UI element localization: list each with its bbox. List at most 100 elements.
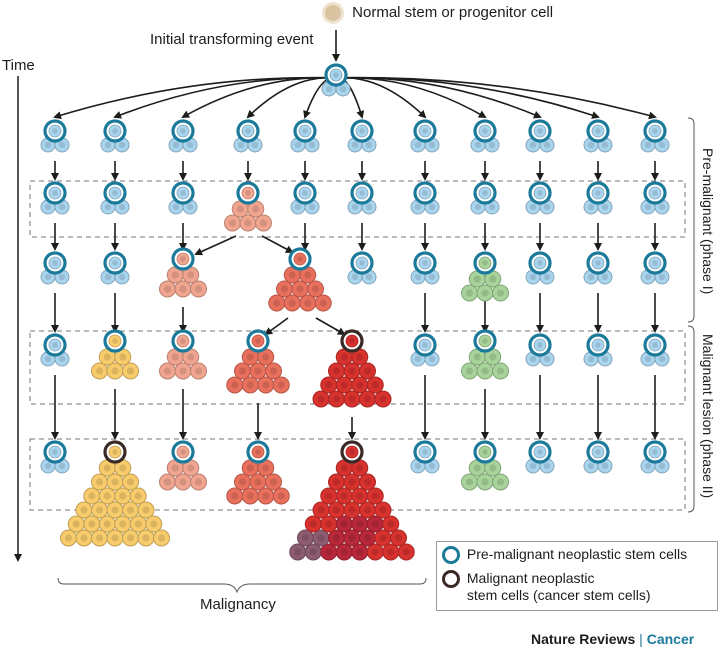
cell (159, 473, 176, 491)
pre-malignant-stem-cell (528, 119, 552, 143)
cell (106, 529, 124, 547)
cell (359, 362, 376, 380)
normal-cell-icon (322, 2, 344, 24)
cell (312, 529, 330, 547)
cell (374, 501, 392, 519)
pre-malignant-stem-cell (643, 181, 667, 205)
cell (343, 501, 361, 519)
pre-malignant-stem-cell (171, 247, 195, 271)
cell (328, 390, 345, 408)
cell (268, 294, 286, 312)
pre-malignant-stem-cell (171, 440, 195, 464)
pre-malignant-stem-cell (586, 440, 610, 464)
pre-malignant-stem-cell (293, 181, 317, 205)
cell (174, 280, 192, 298)
clone-unit (168, 199, 198, 215)
cell (359, 501, 376, 519)
cell (304, 543, 322, 561)
cell (91, 529, 108, 547)
cell (234, 473, 251, 491)
legend-pre-malignant: Pre-malignant neoplastic stem cells (442, 546, 687, 565)
cell (484, 459, 502, 477)
cell (366, 543, 384, 561)
pre-malignant-stem-cell (413, 119, 437, 143)
phase-dashed-box (29, 180, 686, 238)
pre-malignant-stem-cell (528, 251, 552, 275)
pre-malignant-stem-cell (528, 440, 552, 464)
cell (98, 487, 116, 505)
cell (343, 473, 361, 491)
cell (67, 515, 85, 533)
cell (239, 214, 257, 232)
cell (255, 214, 272, 232)
pre-malignant-stem-cell (643, 251, 667, 275)
journal-credit: Nature Reviews | Cancer (531, 631, 694, 647)
malignant-text-line2: stem cells (cancer stem cells) (466, 587, 651, 603)
pre-malignant-stem-cell (236, 119, 260, 143)
cell (91, 473, 108, 491)
cell (249, 362, 267, 380)
cell (390, 529, 407, 547)
cell (241, 376, 259, 394)
cell (75, 501, 93, 519)
pre-malignant-stem-cell (413, 333, 437, 357)
cell (114, 515, 132, 533)
cell (75, 529, 93, 547)
cell (461, 362, 478, 380)
pre-malignant-stem-cell (288, 247, 312, 271)
cell (476, 284, 494, 302)
cell (122, 362, 139, 380)
cell (343, 529, 361, 547)
cell (335, 543, 353, 561)
cell (351, 376, 369, 394)
cell (257, 487, 275, 505)
cell (272, 487, 290, 505)
pre-malignant-stem-cell (43, 119, 67, 143)
clone-unit (347, 199, 377, 215)
pre-malignant-stem-cell (473, 329, 497, 353)
cell (314, 294, 332, 312)
cell (159, 362, 176, 380)
cell (122, 501, 139, 519)
pre-malignant-stem-cell (246, 440, 270, 464)
pre-malignant-stem-cell (171, 181, 195, 205)
phase-bracket (687, 117, 695, 323)
pre-malignant-stem-cell (473, 119, 497, 143)
malignancy-bracket (57, 577, 427, 594)
normal-cell-legend: Normal stem or progenitor cell (322, 2, 553, 24)
cell (351, 515, 369, 533)
cell (98, 348, 116, 366)
time-label: Time (2, 57, 35, 74)
cell (129, 515, 147, 533)
cell (335, 515, 353, 533)
cell (91, 501, 108, 519)
pre-malignant-stem-cell (293, 119, 317, 143)
pre-malignant-stem-cell (586, 251, 610, 275)
cell (106, 473, 124, 491)
cell (265, 362, 282, 380)
cell (312, 501, 330, 519)
branch-arrow (261, 235, 294, 253)
cell (166, 348, 184, 366)
malignancy-label: Malignancy (200, 596, 276, 613)
pre-malignant-stem-cell (171, 329, 195, 353)
cell (114, 487, 132, 505)
cell (190, 362, 207, 380)
cell (366, 487, 384, 505)
credit-separator: | (639, 631, 643, 647)
pre-malignant-stem-cell (350, 181, 374, 205)
cell (83, 487, 101, 505)
cell (492, 473, 509, 491)
pre-malignant-stem-cell (103, 251, 127, 275)
cell (328, 473, 345, 491)
cell (343, 362, 361, 380)
cell (174, 473, 192, 491)
pre-malignant-stem-cell (103, 119, 127, 143)
cancer-stem-cell (103, 440, 127, 464)
pre-malignant-stem-cell (643, 333, 667, 357)
pre-malignant-stem-cell (103, 181, 127, 205)
cell (272, 376, 290, 394)
cell (174, 362, 192, 380)
cell (249, 473, 267, 491)
legend-malignant: Malignant neoplastic stem cells (cancer … (442, 570, 650, 604)
